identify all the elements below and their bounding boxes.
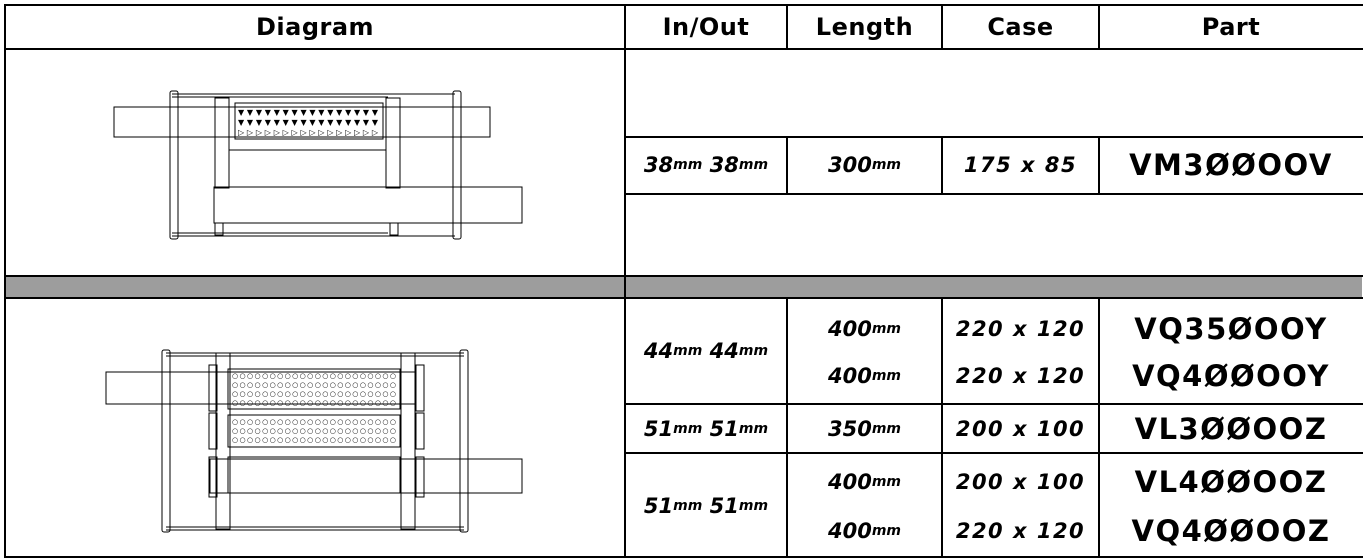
- length-number: 400: [827, 470, 872, 494]
- length-number: 400: [827, 364, 872, 388]
- svg-text:○○○○○○○○○○○○○○○○○○○○○○: ○○○○○○○○○○○○○○○○○○○○○○: [232, 399, 396, 407]
- length-number: 400: [827, 317, 872, 341]
- outlet-diameter: 51: [709, 494, 739, 518]
- unit-label: mm: [673, 343, 703, 359]
- svg-text:▼▼▼▼▼▼▼▼▼▼▼▼▼▼▼▼: ▼▼▼▼▼▼▼▼▼▼▼▼▼▼▼▼: [238, 118, 379, 127]
- unit-label: mm: [738, 420, 769, 437]
- outlet-diameter: 38: [709, 153, 739, 177]
- unit-label: mm: [871, 157, 902, 173]
- grid-line: [786, 4, 788, 50]
- header-diagram: Diagram: [255, 13, 375, 41]
- part-number: VL4ØØOOZ: [1134, 465, 1328, 499]
- svg-text:○○○○○○○○○○○○○○○○○○○○○○: ○○○○○○○○○○○○○○○○○○○○○○: [232, 427, 396, 435]
- unit-label: mm: [738, 498, 769, 514]
- svg-text:▷▷▷▷▷▷▷▷▷▷▷▷▷▷▷▷: ▷▷▷▷▷▷▷▷▷▷▷▷▷▷▷▷: [238, 128, 379, 137]
- svg-text:○○○○○○○○○○○○○○○○○○○○○○: ○○○○○○○○○○○○○○○○○○○○○○: [232, 390, 396, 398]
- svg-text:○○○○○○○○○○○○○○○○○○○○○○: ○○○○○○○○○○○○○○○○○○○○○○: [232, 381, 396, 389]
- grid-line: [941, 4, 943, 50]
- part-number: VQ35ØOOY: [1134, 312, 1328, 346]
- part-number: VL3ØØOOZ: [1134, 411, 1328, 446]
- grid-line: [4, 4, 1363, 6]
- unit-label: mm: [871, 523, 902, 539]
- svg-text:○○○○○○○○○○○○○○○○○○○○○○: ○○○○○○○○○○○○○○○○○○○○○○: [232, 372, 396, 380]
- inlet-diameter: 44: [643, 339, 674, 363]
- grid-line: [626, 403, 1363, 405]
- grid-line: [1098, 136, 1100, 195]
- grid-line: [941, 136, 943, 195]
- unit-label: mm: [673, 157, 703, 173]
- grid-line: [4, 556, 1363, 558]
- length-number: 350: [827, 416, 872, 441]
- unit-label: mm: [738, 157, 769, 173]
- length-number: 300: [827, 153, 872, 177]
- grid-line: [4, 275, 1363, 277]
- grid-line: [941, 297, 943, 558]
- case-value: 220 x 120: [955, 364, 1086, 388]
- case-value: 220 x 120: [955, 317, 1086, 341]
- unit-label: mm: [871, 420, 902, 437]
- muffler-diagram-single: ▼▼▼▼▼▼▼▼▼▼▼▼▼▼▼▼ ▼▼▼▼▼▼▼▼▼▼▼▼▼▼▼▼ ▷▷▷▷▷▷…: [113, 90, 523, 240]
- header-part: Part: [1201, 13, 1261, 41]
- grid-line: [786, 136, 788, 195]
- grid-line: [4, 4, 6, 558]
- unit-label: mm: [673, 420, 703, 437]
- group-separator: [5, 277, 1362, 297]
- grid-line: [786, 297, 788, 558]
- svg-text:▼▼▼▼▼▼▼▼▼▼▼▼▼▼▼▼: ▼▼▼▼▼▼▼▼▼▼▼▼▼▼▼▼: [238, 108, 379, 117]
- grid-line: [624, 4, 626, 558]
- case-value: 200 x 100: [955, 470, 1086, 494]
- header-in-out: In/Out: [662, 13, 750, 41]
- grid-line: [1098, 4, 1100, 50]
- muffler-diagram-triple: ○○○○○○○○○○○○○○○○○○○○○○ ○○○○○○○○○○○○○○○○○…: [105, 349, 523, 533]
- inlet-diameter: 51: [643, 494, 674, 518]
- outlet-diameter: 51: [709, 416, 739, 441]
- part-number: VM3ØØOOV: [1129, 148, 1333, 182]
- case-value: 220 x 120: [955, 519, 1086, 543]
- length-number: 400: [827, 519, 872, 543]
- grid-line: [626, 136, 1363, 138]
- unit-label: mm: [673, 498, 703, 514]
- svg-text:○○○○○○○○○○○○○○○○○○○○○○: ○○○○○○○○○○○○○○○○○○○○○○: [232, 436, 396, 444]
- svg-text:○○○○○○○○○○○○○○○○○○○○○○: ○○○○○○○○○○○○○○○○○○○○○○: [232, 418, 396, 426]
- grid-line: [4, 297, 1363, 299]
- header-case: Case: [987, 13, 1054, 41]
- grid-line: [1098, 297, 1100, 558]
- inlet-diameter: 38: [643, 153, 674, 177]
- part-number: VQ4ØØOOZ: [1131, 514, 1331, 548]
- unit-label: mm: [871, 474, 902, 490]
- inlet-diameter: 51: [643, 416, 674, 441]
- grid-line: [626, 193, 1363, 195]
- grid-line: [626, 452, 1363, 454]
- part-number: VQ4ØØOOY: [1132, 359, 1330, 393]
- case-value: 175 x 85: [963, 153, 1078, 177]
- unit-label: mm: [871, 368, 902, 384]
- unit-label: mm: [738, 343, 769, 359]
- header-length: Length: [815, 13, 914, 41]
- outlet-diameter: 44: [709, 339, 739, 363]
- unit-label: mm: [871, 321, 902, 337]
- grid-line: [4, 48, 1363, 50]
- case-value: 200 x 100: [955, 416, 1086, 441]
